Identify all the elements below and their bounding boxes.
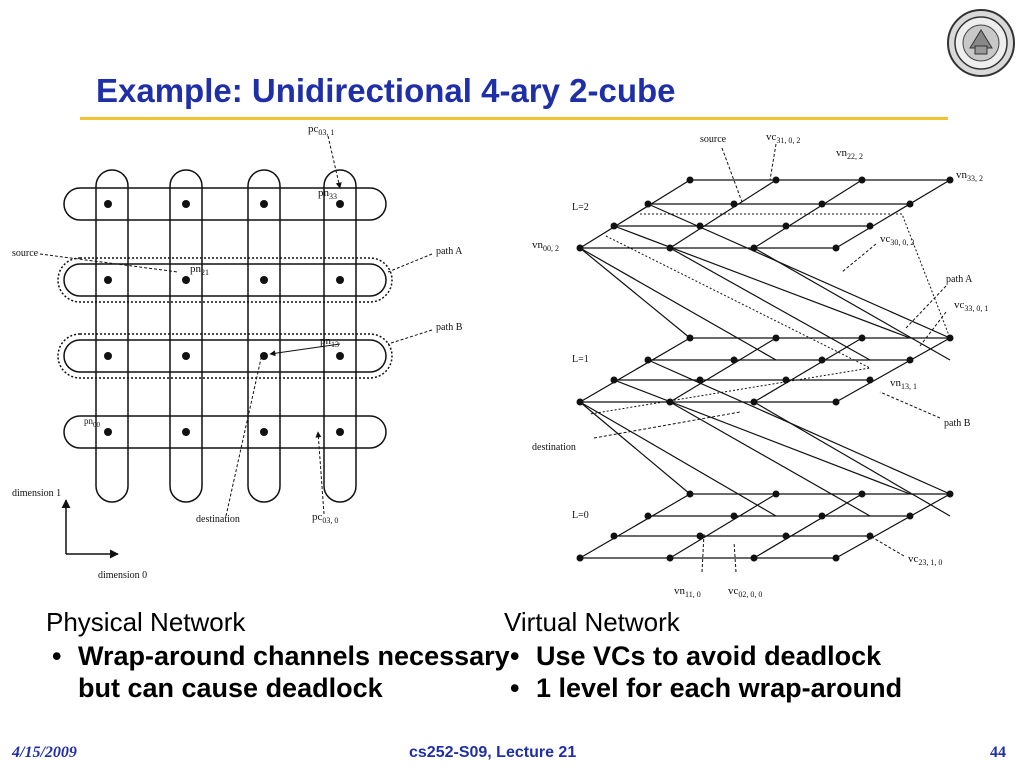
physical-network-diagram: pc03, 1 pn33 source pn21 path A path B p… [12, 123, 463, 581]
label-pn13: pn13 [320, 335, 339, 349]
label-pn00: pn00 [84, 416, 101, 429]
label-level-0: L=0 [572, 510, 589, 521]
label-vc02: vc02, 0, 0 [728, 585, 762, 599]
label-path-b: path B [436, 322, 463, 333]
label-source: source [700, 134, 727, 145]
label-destination: destination [196, 514, 240, 525]
footer-course: cs252-S09, Lecture 21 [409, 744, 577, 761]
bullet-text: 1 level for each wrap-around [536, 673, 903, 703]
virtual-network-bullets: • Use VCs to avoid deadlock • 1 level for … [504, 640, 984, 704]
physical-network-section: Physical Network •Wrap-around channels n… [46, 606, 526, 704]
physical-network-bullets: •Wrap-around channels necessary but can … [46, 640, 526, 704]
list-item: • Use VCs to avoid deadlock [504, 640, 984, 672]
bullet-icon: • [510, 673, 520, 703]
label-vc30: vc30, 0, 2 [880, 233, 914, 247]
bullet-text: Wrap-around channels necessary but can c… [78, 641, 510, 703]
label-vc33: vc33, 0, 1 [954, 299, 988, 313]
bullet-icon: • [52, 641, 62, 671]
university-seal-icon [947, 9, 1015, 77]
label-vc23: vc23, 1, 0 [908, 553, 942, 567]
label-vc31: vc31, 0, 2 [766, 131, 800, 145]
label-path-a: path A [436, 246, 463, 257]
virtual-network-section: Virtual Network • Use VCs to avoid deadlo… [504, 606, 984, 704]
label-pn21: pn21 [190, 263, 209, 277]
list-item: •Wrap-around channels necessary but can … [46, 640, 526, 704]
physical-network-heading: Physical Network [46, 607, 246, 637]
label-level-1: L=1 [572, 354, 589, 365]
label-pc03-1: pc03, 1 [308, 123, 334, 137]
title-underline [80, 117, 948, 120]
footer-date: 4/15/2009 [12, 744, 77, 761]
bullet-text: Use VCs to avoid deadlock [536, 641, 882, 671]
virtual-network-diagram: source vc31, 0, 2 vn22, 2 vn33, 2 L=2 vn… [532, 131, 988, 599]
bullet-icon: • [510, 641, 520, 671]
label-pn33: pn33 [318, 187, 337, 201]
list-item: • 1 level for each wrap-around [504, 672, 984, 704]
label-pc03-0: pc03, 0 [312, 511, 338, 525]
label-source: source [12, 248, 39, 259]
label-level-2: L=2 [572, 202, 589, 213]
label-vn00: vn00, 2 [532, 239, 559, 253]
label-vn22: vn22, 2 [836, 147, 863, 161]
slide-title: Example: Unidirectional 4-ary 2-cube [96, 72, 676, 109]
label-vn11: vn11, 0 [674, 585, 701, 599]
label-dimension-1: dimension 1 [12, 488, 61, 499]
footer-page-number: 44 [990, 744, 1006, 761]
label-destination: destination [532, 442, 576, 453]
label-path-a: path A [946, 274, 973, 285]
label-vn13: vn13, 1 [890, 377, 917, 391]
label-vn33: vn33, 2 [956, 169, 983, 183]
label-dimension-0: dimension 0 [98, 570, 147, 581]
label-path-b: path B [944, 418, 971, 429]
virtual-network-heading: Virtual Network [504, 607, 680, 637]
